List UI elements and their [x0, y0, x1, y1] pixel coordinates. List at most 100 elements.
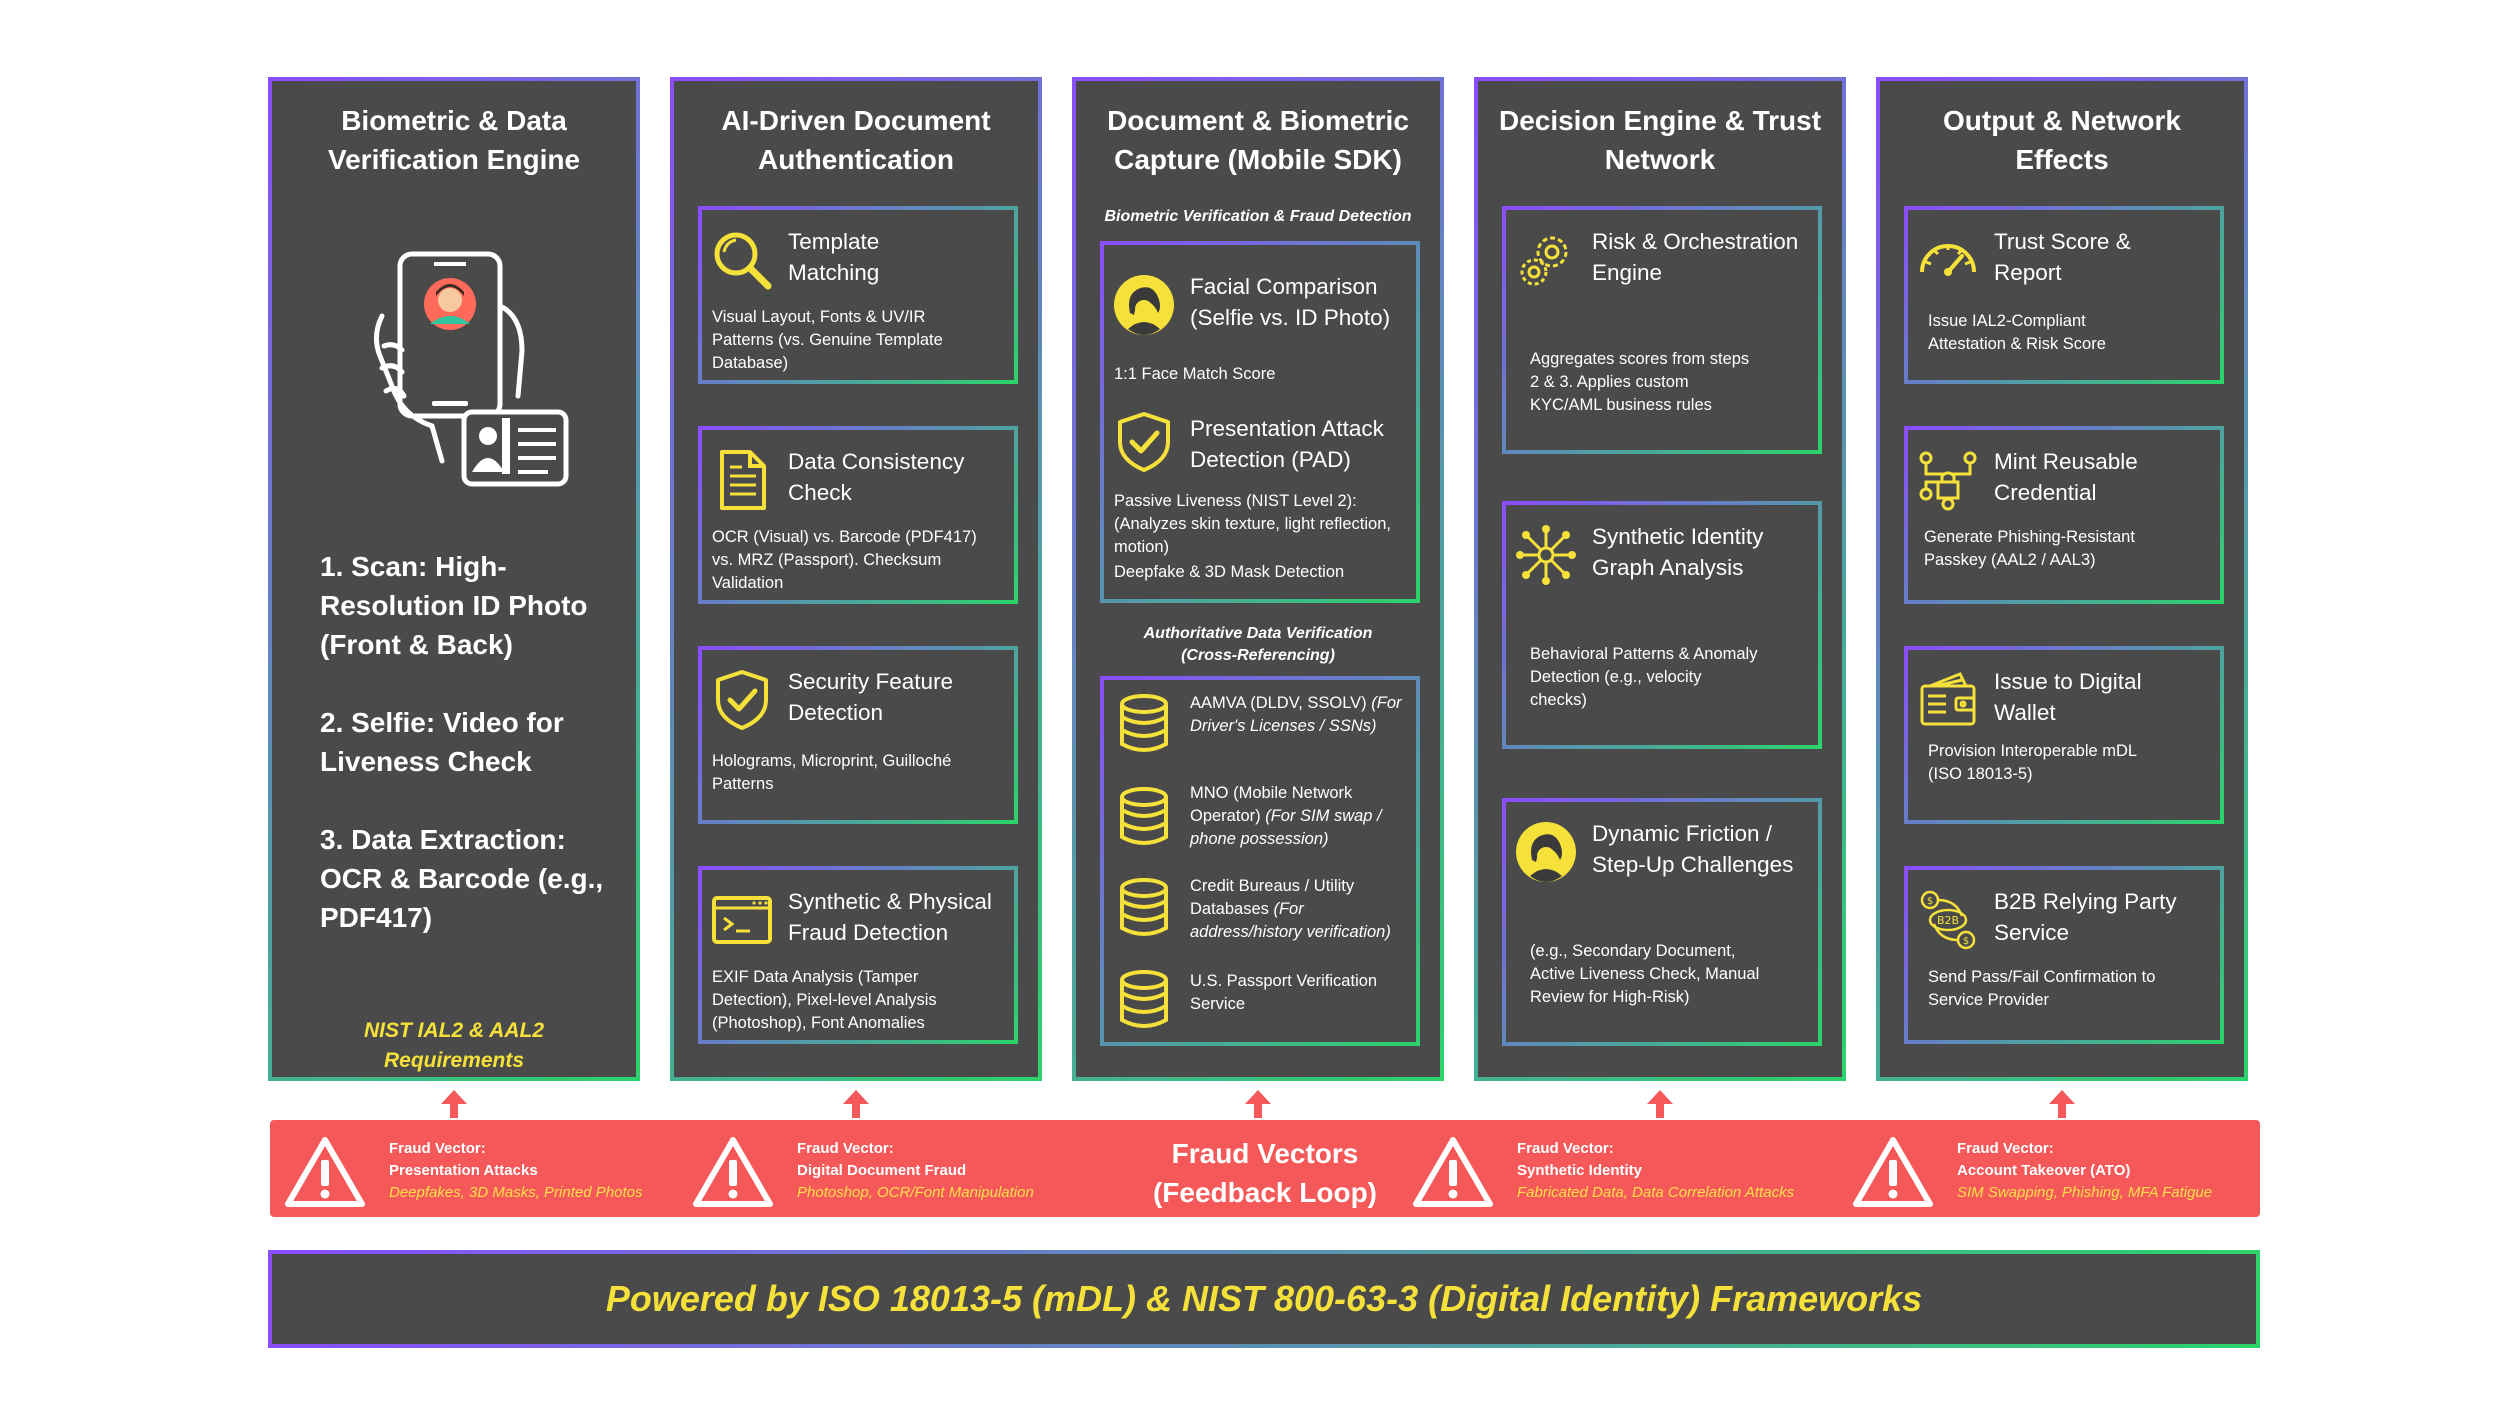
card-description: OCR (Visual) vs. Barcode (PDF417) vs. MR… [712, 528, 977, 592]
column-title: Document & Biometric Capture (Mobile SDK… [1107, 105, 1409, 175]
column-title: Decision Engine & Trust Network [1498, 105, 1822, 175]
db-note: (For address/history verification) [1190, 900, 1391, 941]
column-output-network: Output & Network Effects Trust Score & R… [1876, 77, 2248, 1081]
b2b-icon: B2B $ $ [1916, 888, 1980, 952]
column-title: AI-Driven Document Authentication [721, 105, 991, 175]
card-title: Trust Score & Report [1994, 229, 2131, 285]
card-description: Send Pass/Fail Confirmation to Service P… [1928, 968, 2156, 1009]
pad-deepfake: Deepfake & 3D Mask Detection [1114, 563, 1345, 581]
card-description: Aggregates scores from steps 2 & 3. Appl… [1530, 350, 1750, 414]
section-label-biometric: Biometric Verification & Fraud Detection [1104, 208, 1412, 225]
phone-scan-icon [372, 246, 572, 496]
fraud-name: Presentation Attacks [389, 1162, 538, 1179]
face-title: Facial Comparison (Selfie vs. ID Photo) [1190, 274, 1391, 330]
card-description: Visual Layout, Fonts & UV/IR Patterns (v… [712, 308, 943, 372]
card-security-feature: Security Feature Detection Holograms, Mi… [698, 646, 1018, 824]
card-title: Synthetic & Physical Fraud Detection [788, 889, 992, 945]
warning-icon [692, 1136, 774, 1208]
fraud-name: Digital Document Fraud [797, 1162, 967, 1179]
arrow-up-icon [843, 1090, 869, 1118]
warning-icon [284, 1136, 366, 1208]
arrow-up-icon [441, 1090, 467, 1118]
pad-description: Passive Liveness (NIST Level 2): (Analyz… [1114, 492, 1391, 556]
card-description: Generate Phishing-Resistant Passkey (AAL… [1924, 528, 2135, 569]
database-icon [1112, 785, 1176, 849]
card-authoritative-data: AAMVA (DLDV, SSOLV) (For Driver's Licens… [1100, 676, 1420, 1046]
svg-text:B2B: B2B [1937, 914, 1959, 927]
card-synthetic-physical-fraud: Synthetic & Physical Fraud Detection EXI… [698, 866, 1018, 1044]
card-title: Risk & Orchestration Engine [1592, 229, 1799, 285]
frameworks-footer: Powered by ISO 18013-5 (mDL) & NIST 800-… [268, 1250, 2260, 1348]
card-data-consistency: Data Consistency Check OCR (Visual) vs. … [698, 426, 1018, 604]
card-trust-score: Trust Score & Report Issue IAL2-Complian… [1904, 206, 2224, 384]
card-template-matching: Template Matching Visual Layout, Fonts &… [698, 206, 1018, 384]
section-label-authoritative: Authoritative Data Verification (Cross-R… [1143, 625, 1373, 664]
column-capture-sdk: Document & Biometric Capture (Mobile SDK… [1072, 77, 1444, 1081]
face-score: 1:1 Face Match Score [1114, 365, 1276, 383]
fraud-label: Fraud Vector: [797, 1140, 894, 1157]
gears-icon [1514, 228, 1578, 292]
card-digital-wallet: Issue to Digital Wallet Provision Intero… [1904, 646, 2224, 824]
db-name: Credit Bureaus / Utility Databases [1190, 877, 1355, 918]
fraud-label: Fraud Vector: [389, 1140, 486, 1157]
card-synthetic-identity: Synthetic Identity Graph Analysis Behavi… [1502, 501, 1822, 749]
card-title: Dynamic Friction / Step-Up Challenges [1592, 821, 1794, 877]
svg-text:$: $ [1927, 896, 1933, 907]
wallet-icon [1916, 668, 1980, 732]
shield-check-icon [710, 668, 774, 732]
db-note: (For SIM swap / phone possession) [1190, 807, 1382, 848]
gauge-icon [1916, 228, 1980, 292]
fraud-examples: Photoshop, OCR/Font Manipulation [797, 1184, 1034, 1201]
magnifier-icon [710, 228, 774, 292]
card-title: Issue to Digital Wallet [1994, 669, 2142, 725]
step-scan: 1. Scan: High-Resolution ID Photo (Front… [320, 551, 588, 660]
card-description: Issue IAL2-Compliant Attestation & Risk … [1928, 312, 2106, 353]
fraud-examples: Fabricated Data, Data Correlation Attack… [1517, 1184, 1795, 1201]
fraud-examples: SIM Swapping, Phishing, MFA Fatigue [1957, 1184, 2213, 1201]
column-verification-engine: Biometric & Data Verification Engine [268, 77, 640, 1081]
card-description: Provision Interoperable mDL (ISO 18013-5… [1928, 742, 2138, 783]
card-title: Security Feature Detection [788, 669, 954, 725]
credential-tree-icon [1916, 448, 1980, 512]
document-icon [710, 448, 774, 512]
arrow-up-icon [1647, 1090, 1673, 1118]
fraud-vectors-bar: Fraud Vector: Presentation Attacks Deepf… [270, 1120, 2260, 1217]
card-description: (e.g., Secondary Document, Active Livene… [1530, 942, 1760, 1006]
card-title: Mint Reusable Credential [1994, 449, 2138, 505]
column-document-authentication: AI-Driven Document Authentication Templa… [670, 77, 1042, 1081]
capture-steps: 1. Scan: High-Resolution ID Photo (Front… [320, 547, 620, 976]
card-risk-orchestration: Risk & Orchestration Engine Aggregates s… [1502, 206, 1822, 454]
requirements-note: NIST IAL2 & AAL2 Requirements [363, 1019, 545, 1072]
card-dynamic-friction: Dynamic Friction / Step-Up Challenges (e… [1502, 798, 1822, 1046]
fraud-vectors-title: Fraud Vectors (Feedback Loop) [1152, 1138, 1377, 1208]
database-icon [1112, 876, 1176, 940]
warning-icon [1412, 1136, 1494, 1208]
fraud-examples: Deepfakes, 3D Masks, Printed Photos [389, 1184, 643, 1201]
database-icon [1112, 968, 1176, 1032]
user-face-icon [1514, 820, 1578, 884]
db-name: U.S. Passport Verification Service [1190, 972, 1378, 1013]
card-b2b-relying-party: B2B $ $ B2B Relying Party Service Send Pas… [1904, 866, 2224, 1044]
fraud-label: Fraud Vector: [1517, 1140, 1614, 1157]
card-title: B2B Relying Party Service [1994, 889, 2177, 945]
arrow-up-icon [1245, 1090, 1271, 1118]
warning-icon [1852, 1136, 1934, 1208]
step-extraction: 3. Data Extraction: OCR & Barcode (e.g.,… [320, 824, 604, 933]
arrow-up-icon [2049, 1090, 2075, 1118]
shield-check-icon [1112, 410, 1176, 474]
column-title: Output & Network Effects [1943, 105, 2181, 175]
card-biometric-verification: Facial Comparison (Selfie vs. ID Photo) … [1100, 241, 1420, 603]
card-title: Synthetic Identity Graph Analysis [1592, 524, 1764, 580]
fraud-label: Fraud Vector: [1957, 1140, 2054, 1157]
card-reusable-credential: Mint Reusable Credential Generate Phishi… [1904, 426, 2224, 604]
step-selfie: 2. Selfie: Video for Liveness Check [320, 707, 564, 777]
card-title: Template Matching [788, 229, 880, 285]
database-icon [1112, 692, 1176, 756]
fraud-name: Synthetic Identity [1517, 1162, 1643, 1179]
user-face-icon [1112, 273, 1176, 337]
network-graph-icon [1514, 523, 1578, 587]
svg-text:$: $ [1963, 936, 1969, 947]
card-description: Holograms, Microprint, Guilloché Pattern… [712, 752, 952, 793]
terminal-icon [710, 888, 774, 952]
column-decision-engine: Decision Engine & Trust Network Risk & O… [1474, 77, 1846, 1081]
